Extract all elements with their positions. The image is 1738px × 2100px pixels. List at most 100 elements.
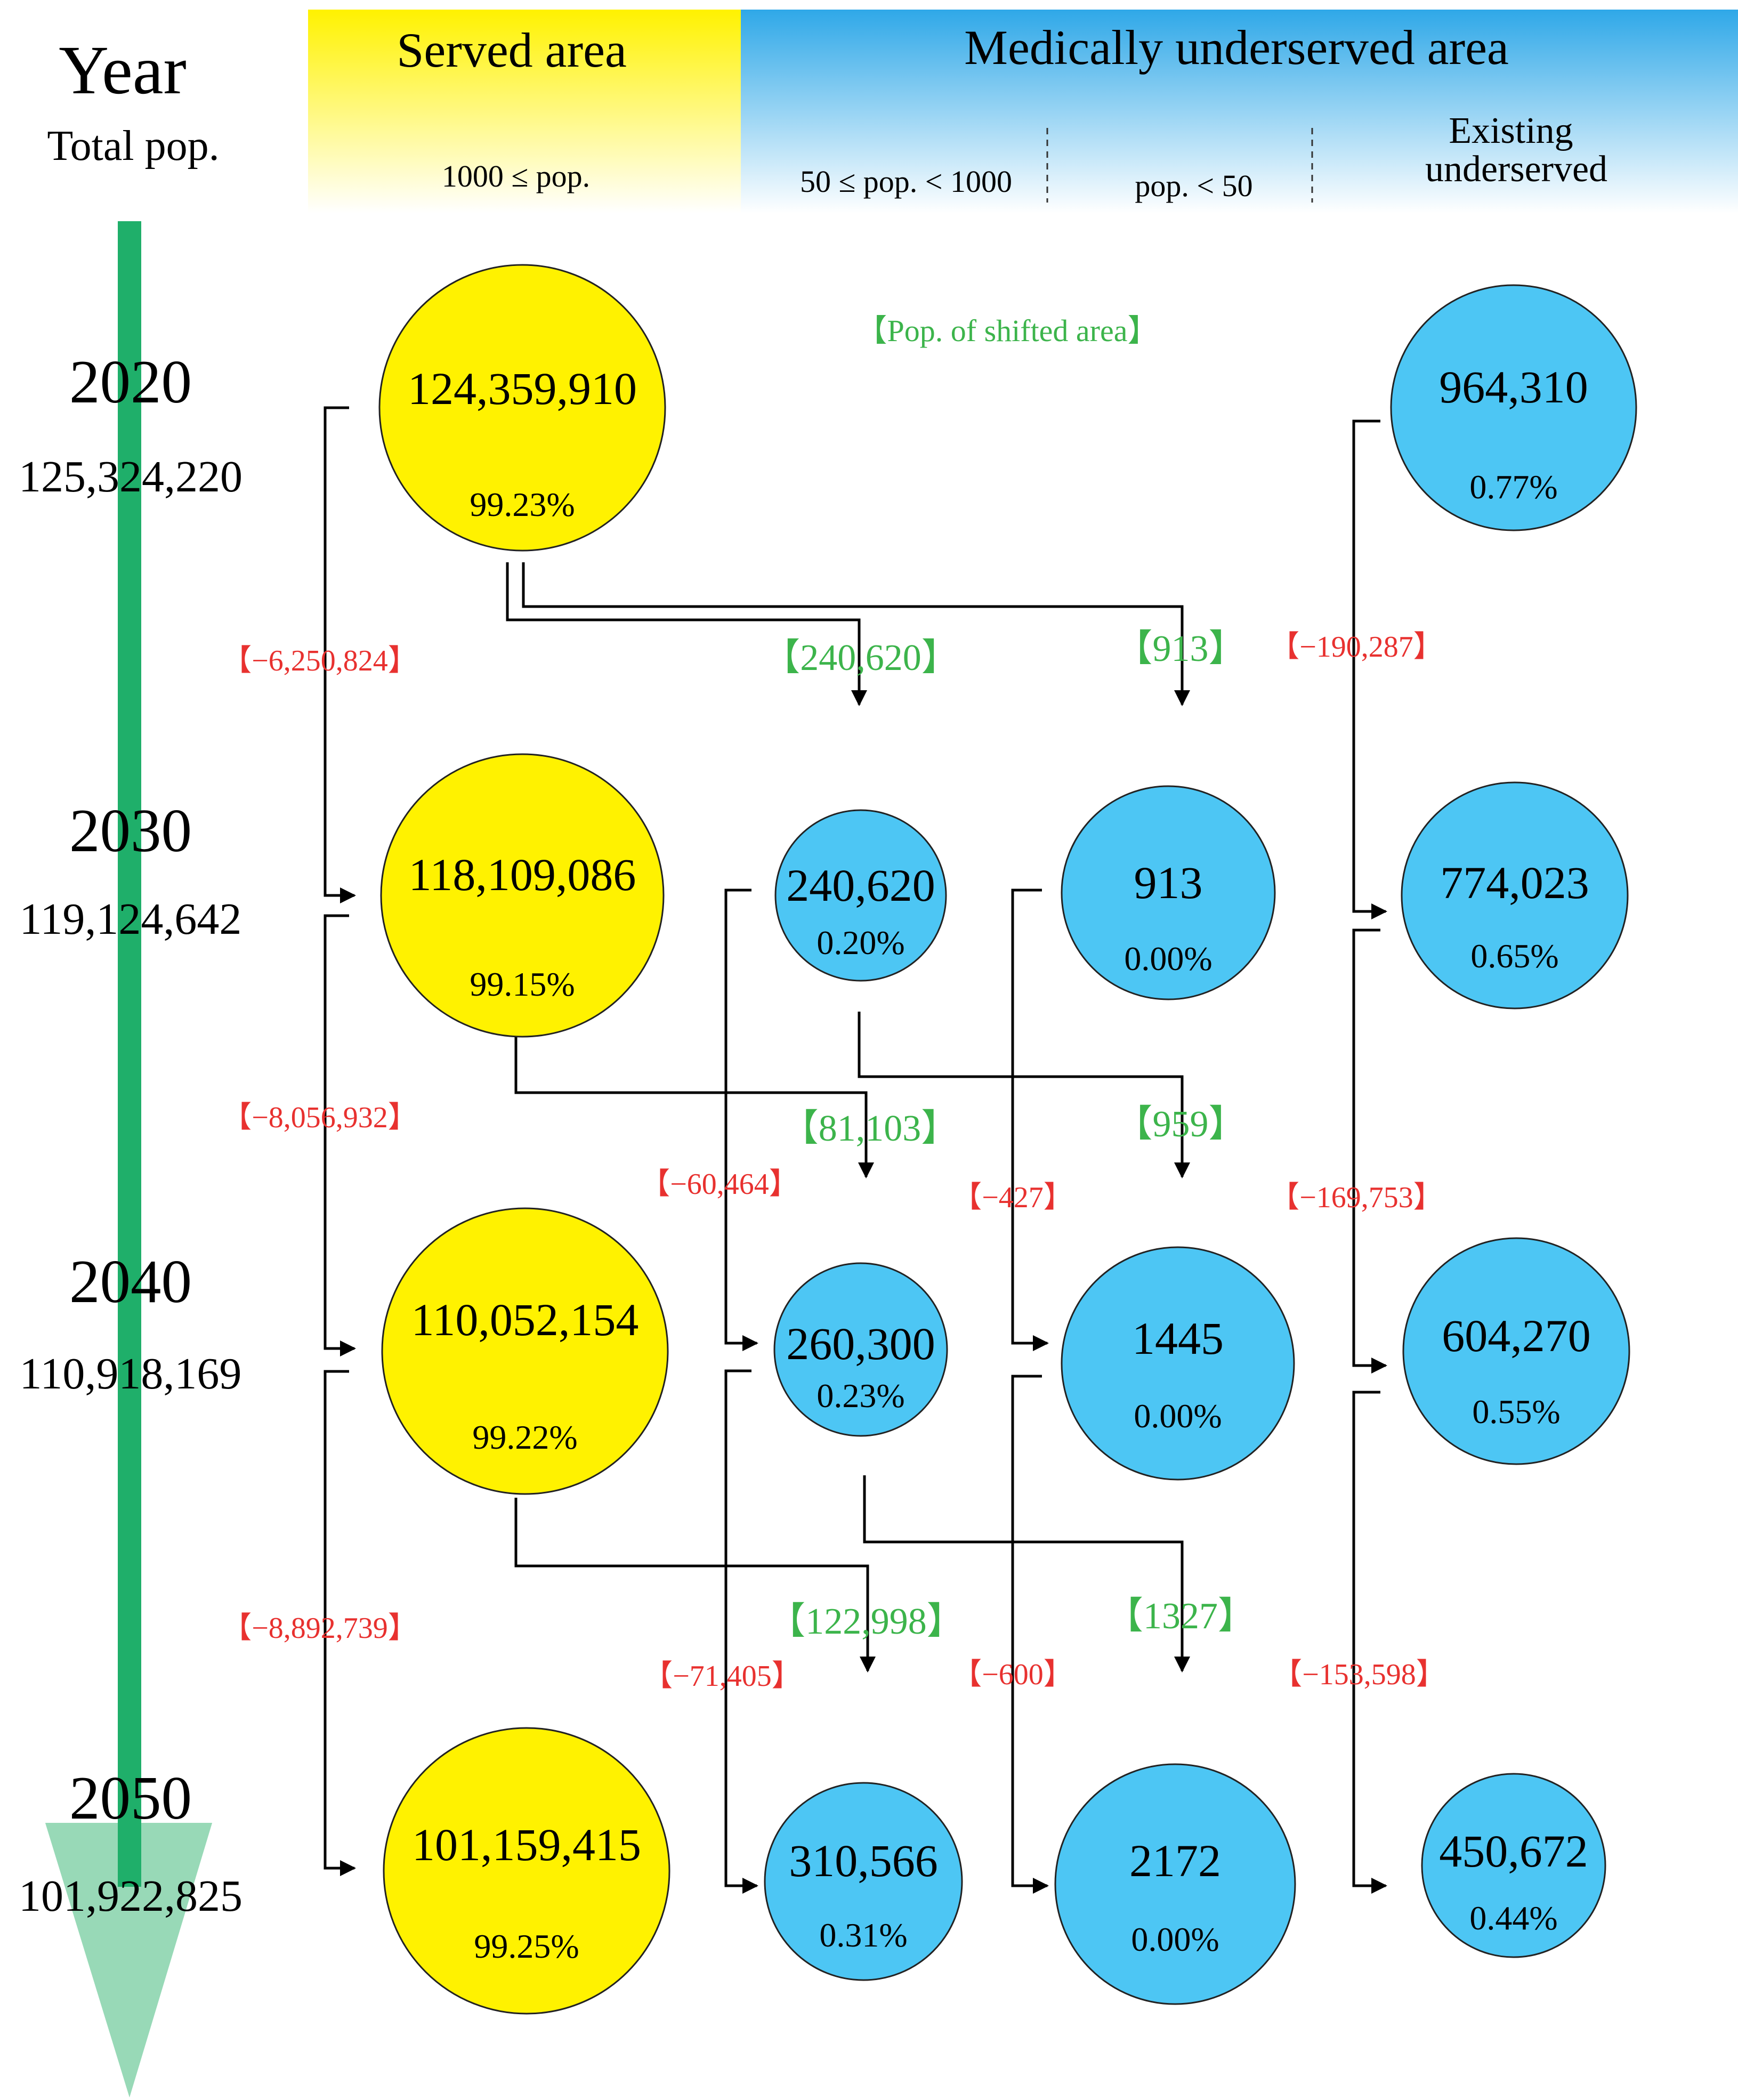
existing-node bbox=[1401, 781, 1629, 1009]
year-label: 2050 bbox=[69, 1764, 192, 1832]
year-header-subtitle: Total pop. bbox=[47, 123, 219, 169]
existing-underserved-nodes: 964,310 0.77% 774,023 0.65% 604,270 0.55… bbox=[1390, 284, 1637, 1958]
served-node-value: 118,109,086 bbox=[409, 849, 636, 900]
shift-label: 【959】 bbox=[1115, 1104, 1246, 1145]
shifted-area-legend: 【Pop. of shifted area】 bbox=[856, 313, 1159, 348]
connector-existing-2020-2030 bbox=[1352, 419, 1387, 919]
mid-node bbox=[764, 1782, 963, 1981]
connector-low-2040-2050 bbox=[1011, 1375, 1049, 1894]
year-total: 110,918,169 bbox=[20, 1349, 242, 1399]
year-total: 101,922,825 bbox=[19, 1871, 242, 1921]
existing-node bbox=[1421, 1773, 1606, 1958]
time-arrow bbox=[45, 221, 212, 2097]
shift-flow-served-to-mid bbox=[514, 1037, 874, 1178]
shift-label: 【240,620】 bbox=[763, 637, 959, 679]
mid-node-value: 260,300 bbox=[786, 1318, 935, 1369]
change-label: 【−190,287】 bbox=[1270, 631, 1443, 664]
shift-label: 【1327】 bbox=[1106, 1596, 1255, 1637]
underserved-area-header-bg bbox=[741, 10, 1738, 213]
shift-flow-mid-to-low bbox=[858, 1012, 1190, 1178]
underserved-sub-mid-label: 50 ≤ pop. < 1000 bbox=[800, 164, 1012, 199]
mid-node bbox=[774, 809, 947, 982]
mid-node-value: 310,566 bbox=[789, 1835, 938, 1886]
connector-existing-2040-2050 bbox=[1352, 1391, 1387, 1894]
year-label: 2040 bbox=[69, 1248, 192, 1315]
header: Year Total pop. Served area 1000 ≤ pop. … bbox=[47, 10, 1738, 213]
served-area-title: Served area bbox=[397, 23, 627, 77]
low-node-pct: 0.00% bbox=[1134, 1397, 1222, 1435]
year-header-title: Year bbox=[59, 32, 187, 109]
change-label: 【−169,753】 bbox=[1270, 1181, 1443, 1214]
year-total: 119,124,642 bbox=[20, 894, 242, 944]
served-node-pct: 99.23% bbox=[470, 486, 575, 523]
connector-existing-2030-2040 bbox=[1352, 928, 1387, 1374]
change-label: 【−600】 bbox=[952, 1658, 1073, 1691]
low-node-pct: 0.00% bbox=[1131, 1920, 1219, 1958]
shift-flow-mid-to-low bbox=[863, 1475, 1190, 1673]
change-label: 【−153,598】 bbox=[1272, 1658, 1446, 1691]
mid-node-value: 240,620 bbox=[786, 860, 935, 911]
connectors bbox=[324, 406, 1387, 1894]
existing-node-pct: 0.44% bbox=[1469, 1899, 1557, 1937]
served-node bbox=[380, 753, 665, 1038]
low-node bbox=[1054, 1763, 1296, 2005]
connector-served-2030-2040 bbox=[324, 914, 356, 1356]
existing-node bbox=[1390, 284, 1637, 531]
existing-node-value: 774,023 bbox=[1440, 857, 1589, 908]
low-node-value: 913 bbox=[1134, 857, 1203, 908]
connector-mid-2030-2040 bbox=[724, 889, 758, 1351]
underserved-area-title: Medically underserved area bbox=[964, 20, 1509, 75]
served-node-value: 110,052,154 bbox=[411, 1294, 639, 1345]
connector-low-2030-2040 bbox=[1011, 889, 1049, 1351]
mid-underserved-nodes: 240,620 0.20% 260,300 0.23% 310,566 0.31… bbox=[764, 809, 963, 1981]
low-node-value: 1445 bbox=[1132, 1313, 1224, 1364]
mid-node-pct: 0.31% bbox=[819, 1916, 907, 1954]
year-total: 125,324,220 bbox=[19, 452, 242, 502]
low-node-value: 2172 bbox=[1129, 1835, 1221, 1886]
change-label: 【−71,405】 bbox=[643, 1660, 802, 1693]
existing-node-value: 604,270 bbox=[1442, 1310, 1591, 1361]
change-labels: 【−6,250,824】 【−8,056,932】 【−8,892,739】 【… bbox=[222, 631, 1446, 1693]
time-arrow-shaft bbox=[118, 221, 141, 1887]
served-node bbox=[378, 264, 666, 552]
mid-node-pct: 0.20% bbox=[817, 924, 904, 962]
existing-node-pct: 0.55% bbox=[1472, 1393, 1560, 1431]
change-label: 【−427】 bbox=[952, 1181, 1073, 1214]
served-node-value: 124,359,910 bbox=[408, 363, 637, 414]
change-label: 【−60,464】 bbox=[640, 1168, 799, 1201]
shift-flow-served-to-mid bbox=[514, 1498, 876, 1673]
connector-mid-2040-2050 bbox=[724, 1369, 758, 1894]
served-node-pct: 99.25% bbox=[474, 1927, 579, 1965]
existing-node bbox=[1402, 1237, 1630, 1465]
served-node bbox=[381, 1207, 669, 1495]
served-area-header-bg bbox=[308, 10, 741, 213]
existing-node-pct: 0.77% bbox=[1469, 468, 1557, 506]
year-label: 2030 bbox=[69, 797, 192, 865]
change-label: 【−6,250,824】 bbox=[222, 644, 418, 677]
mid-node bbox=[773, 1262, 948, 1437]
shift-label: 【913】 bbox=[1115, 628, 1246, 669]
served-node bbox=[383, 1727, 670, 2015]
low-underserved-nodes: 913 0.00% 1445 0.00% 2172 0.00% bbox=[1054, 785, 1296, 2005]
served-node-value: 101,159,415 bbox=[412, 1819, 641, 1870]
shift-label: 【122,998】 bbox=[768, 1601, 964, 1642]
year-labels: 2020 125,324,220 2030 119,124,642 2040 1… bbox=[19, 348, 242, 1921]
served-area-nodes: 124,359,910 99.23% 118,109,086 99.15% 11… bbox=[378, 264, 670, 2015]
existing-node-value: 964,310 bbox=[1439, 361, 1588, 413]
shift-flow-served-to-low bbox=[522, 562, 1190, 706]
shift-label: 【81,103】 bbox=[781, 1108, 959, 1149]
year-label: 2020 bbox=[69, 348, 192, 416]
existing-node-pct: 0.65% bbox=[1470, 937, 1558, 975]
shift-labels: 【240,620】 【81,103】 【122,998】 【913】 【959】… bbox=[763, 628, 1255, 1642]
underserved-sub-low-label: pop. < 50 bbox=[1135, 168, 1252, 203]
low-node bbox=[1061, 785, 1276, 1000]
underserved-sub-existing-label-1: Existing bbox=[1449, 110, 1573, 151]
connector-served-2020-2030 bbox=[324, 406, 356, 903]
shift-flow-served-to-mid bbox=[506, 562, 867, 706]
connector-served-2040-2050 bbox=[324, 1370, 356, 1876]
change-label: 【−8,056,932】 bbox=[222, 1101, 418, 1134]
low-node bbox=[1061, 1246, 1295, 1481]
time-arrow-head bbox=[45, 1823, 212, 2097]
underserved-sub-existing-label-2: underserved bbox=[1425, 149, 1607, 190]
